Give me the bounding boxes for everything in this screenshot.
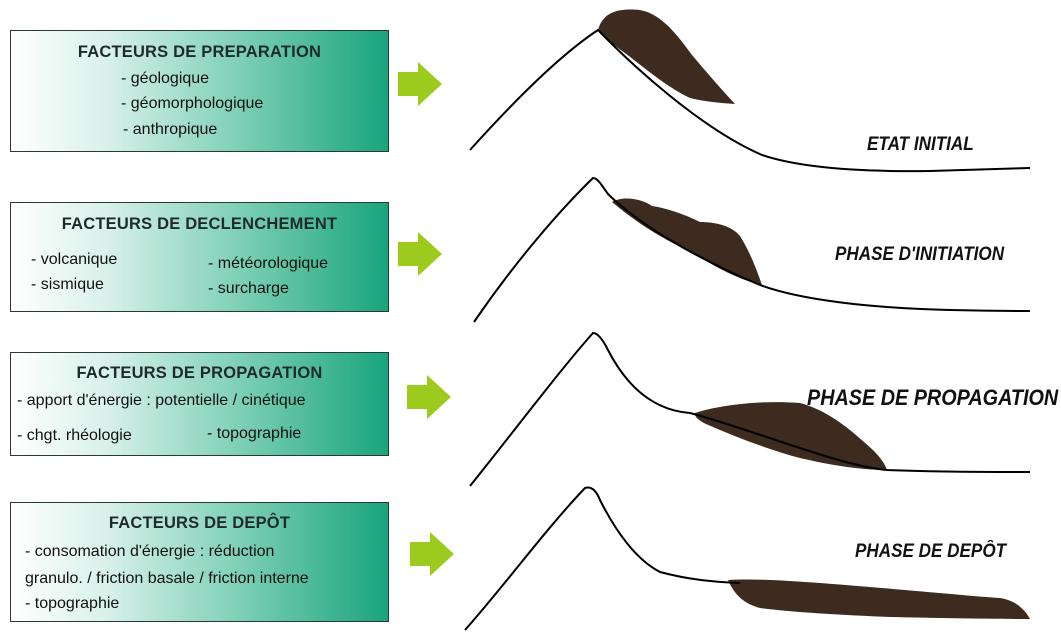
factor-title: FACTEURS DE PROPAGATION [76, 364, 323, 382]
factor-item: - surcharge [208, 280, 289, 297]
factor-title: FACTEURS DE PREPARATION [77, 43, 322, 61]
slope-initial [469, 9, 1031, 173]
factor-box-preparation: FACTEURS DE PREPARATION - géologique - g… [10, 30, 389, 152]
factor-title: FACTEURS DE DECLENCHEMENT [61, 215, 338, 233]
slope-profile-line [464, 486, 741, 631]
stage-label-initiation: PHASE D'INITIATION [835, 244, 1005, 265]
right-arrow-icon [410, 532, 454, 576]
factor-item: - sismique [31, 276, 104, 293]
factor-box-depot: FACTEURS DE DEPÔT - consomation d'énergi… [10, 502, 389, 622]
right-arrow-icon [398, 232, 442, 276]
factor-item: - consomation d'énergie : réduction [25, 543, 275, 560]
right-arrow-icon [407, 375, 451, 419]
slope-depot [464, 486, 1030, 631]
factor-item: - apport d'énergie : potentielle / cinét… [17, 392, 306, 409]
factor-box-declenchement: FACTEURS DE DECLENCHEMENT - volcanique -… [10, 202, 389, 312]
factor-item: - géologique [121, 70, 210, 87]
slope-profile-line [469, 331, 1031, 487]
landslide-mass-initial [598, 9, 735, 104]
stage-label-propagation: PHASE DE PROPAGATION [807, 385, 1059, 410]
stage-label-initial: ETAT INITIAL [867, 134, 974, 155]
factor-title: FACTEURS DE DEPÔT [108, 514, 291, 532]
factor-item: granulo. / friction basale / friction in… [25, 570, 309, 587]
factor-item: - géomorphologique [121, 95, 264, 112]
factor-item: - topographie [207, 425, 302, 442]
factor-item: - anthropique [123, 121, 218, 138]
stage-label-depot: PHASE DE DEPÔT [855, 541, 1007, 562]
factor-item: - volcanique [31, 251, 118, 268]
landslide-mass-depot [728, 579, 1030, 619]
right-arrow-icon [398, 62, 442, 106]
factor-item: - topographie [25, 595, 120, 612]
landslide-mass-initiation [612, 198, 762, 285]
landslide-mass-propagation [694, 402, 887, 470]
slope-profile-line [469, 28, 1031, 173]
factor-item: - chgt. rhéologie [17, 427, 132, 444]
slope-initiation [473, 176, 1031, 323]
factor-item: - météorologique [208, 255, 329, 272]
slope-propagation [469, 331, 1031, 487]
factor-box-propagation: FACTEURS DE PROPAGATION - apport d'énerg… [10, 352, 389, 456]
slope-profile-line [473, 176, 1031, 323]
